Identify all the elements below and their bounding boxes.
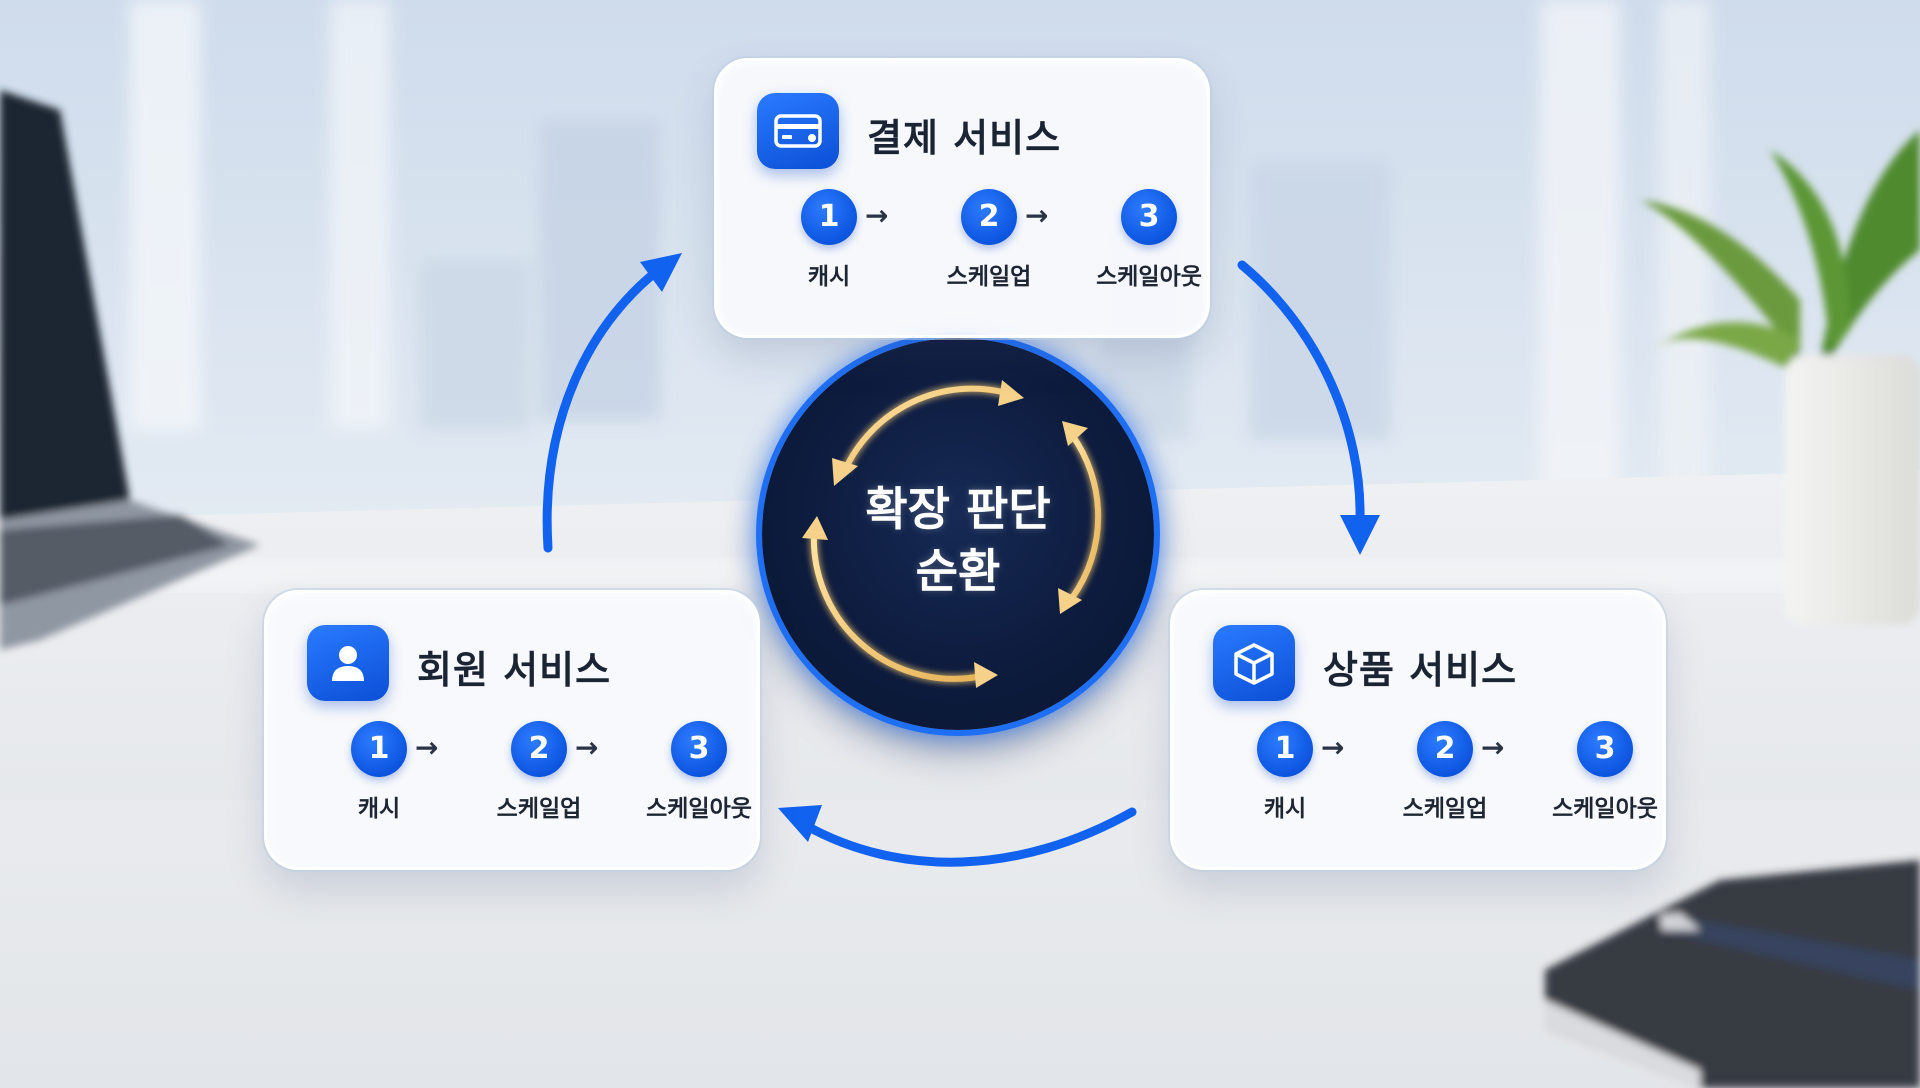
arrow-head-product-to-member xyxy=(778,805,822,842)
payment-step-3: 3 스케일아웃 xyxy=(1084,189,1214,291)
step-number-badge: 1 xyxy=(1257,721,1313,777)
payment-step-1: 1 캐시 xyxy=(764,189,894,291)
member-service-card[interactable]: 회원 서비스 1 캐시 → 2 스케일업 → 3 스케일아웃 xyxy=(264,590,760,870)
step-label: 스케일업 xyxy=(496,796,582,822)
arrow-product-to-member xyxy=(800,807,1137,867)
product-step-2: 2 스케일업 xyxy=(1380,721,1510,823)
step-arrow-icon: → xyxy=(575,731,599,764)
step-number-badge: 1 xyxy=(801,189,857,245)
step-arrow-icon: → xyxy=(1025,199,1049,232)
member-step-1: 1 캐시 xyxy=(314,721,444,823)
step-arrow-icon: → xyxy=(1481,731,1505,764)
step-number-badge: 3 xyxy=(671,721,727,777)
step-number-badge: 1 xyxy=(351,721,407,777)
center-cycle-badge: 확장 판단 순환 xyxy=(762,338,1154,730)
step-number-badge: 2 xyxy=(1417,721,1473,777)
step-number-badge: 2 xyxy=(961,189,1017,245)
payment-service-card[interactable]: 결제 서비스 1 캐시 → 2 스케일업 → 3 스케일아웃 xyxy=(714,58,1210,338)
center-title: 확장 판단 순환 xyxy=(762,478,1154,602)
step-label: 캐시 xyxy=(1263,796,1307,822)
product-step-3: 3 스케일아웃 xyxy=(1540,721,1670,823)
box-icon xyxy=(1213,625,1295,701)
arrow-head-member-to-payment xyxy=(640,253,682,292)
step-number-badge: 3 xyxy=(1121,189,1177,245)
arrow-member-to-payment xyxy=(542,260,670,553)
step-arrow-icon: → xyxy=(1321,731,1345,764)
member-step-2: 2 스케일업 xyxy=(474,721,604,823)
product-service-title: 상품 서비스 xyxy=(1323,648,1518,692)
gold-cycle-arrows-icon xyxy=(802,380,1104,688)
step-label: 스케일아웃 xyxy=(646,796,752,822)
step-label: 스케일업 xyxy=(1402,796,1488,822)
member-service-title: 회원 서비스 xyxy=(417,648,612,692)
center-title-line1: 확장 판단 xyxy=(865,482,1051,536)
arrow-payment-to-product xyxy=(1237,260,1365,525)
step-arrow-icon: → xyxy=(415,731,439,764)
center-title-line2: 순환 xyxy=(915,544,1001,598)
step-label: 캐시 xyxy=(357,796,401,822)
arrow-head-payment-to-product xyxy=(1340,515,1380,555)
step-label: 스케일아웃 xyxy=(1552,796,1658,822)
payment-step-2: 2 스케일업 xyxy=(924,189,1054,291)
step-number-badge: 2 xyxy=(511,721,567,777)
product-step-1: 1 캐시 xyxy=(1220,721,1350,823)
step-label: 스케일업 xyxy=(946,264,1032,290)
step-arrow-icon: → xyxy=(865,199,889,232)
step-label: 스케일아웃 xyxy=(1096,264,1202,290)
credit-card-icon xyxy=(757,93,839,169)
user-icon xyxy=(307,625,389,701)
product-service-card[interactable]: 상품 서비스 1 캐시 → 2 스케일업 → 3 스케일아웃 xyxy=(1170,590,1666,870)
member-step-3: 3 스케일아웃 xyxy=(634,721,764,823)
step-number-badge: 3 xyxy=(1577,721,1633,777)
payment-service-title: 결제 서비스 xyxy=(867,116,1062,160)
step-label: 캐시 xyxy=(807,264,851,290)
